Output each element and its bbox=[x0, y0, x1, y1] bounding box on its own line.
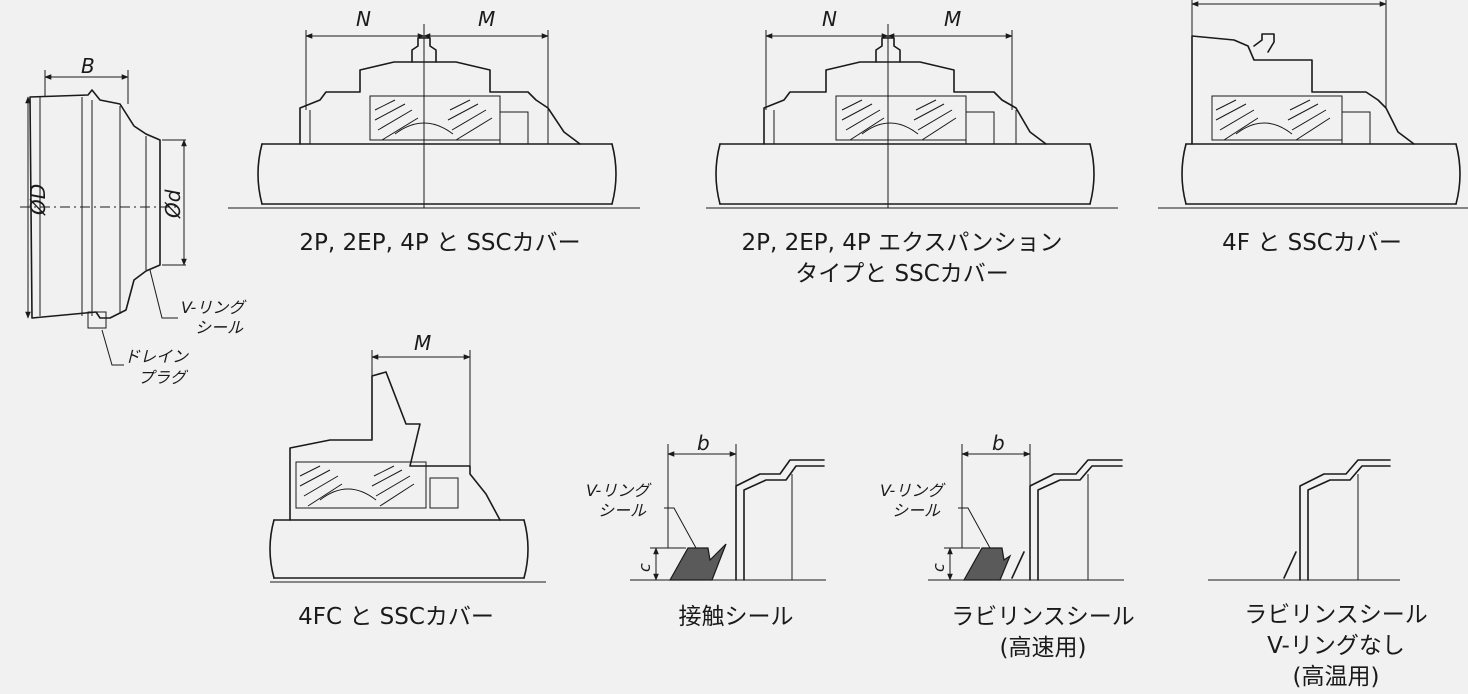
v-ring-laby-line1: V-リング bbox=[880, 481, 946, 500]
caption-2p-ssc-text: 2P, 2EP, 4P と SSCカバー bbox=[299, 230, 581, 256]
v-ring-contact-line1: V-リング bbox=[586, 481, 652, 500]
caption-expansion-ssc: 2P, 2EP, 4P エクスパンション タイプと SSCカバー bbox=[722, 228, 1082, 290]
dim-m-label-4fc: M bbox=[414, 331, 431, 355]
drain-plug-callout-line2: プラグ bbox=[138, 368, 189, 387]
caption-labyrinth-nv-line3: (高温用) bbox=[1292, 664, 1380, 690]
cover-section-drawing: B ØD Ød V-リング シール ドレイン プラグ bbox=[20, 54, 247, 387]
labyrinth-high-speed-drawing: b c V-リング シール bbox=[880, 431, 1124, 581]
dim-phi-d-inner-label: Ød bbox=[161, 189, 185, 219]
dim-phi-d-outer-label: ØD bbox=[26, 184, 50, 216]
caption-labyrinth-no-vring: ラビリンスシール V-リングなし (高温用) bbox=[1226, 600, 1446, 693]
v-ring-callout-line1: V-リング bbox=[181, 298, 247, 317]
caption-labyrinth-nv-line2: V-リングなし bbox=[1267, 633, 1405, 659]
caption-4fc-ssc-text: 4FC と SSCカバー bbox=[298, 604, 494, 630]
v-ring-laby-line2: シール bbox=[892, 501, 941, 520]
contact-seal-drawing: b c V-リング シール bbox=[586, 431, 826, 581]
caption-4fc-ssc: 4FC と SSCカバー bbox=[266, 602, 526, 633]
dim-b-small-label-laby: b bbox=[992, 431, 1005, 455]
caption-contact-seal-text: 接触シール bbox=[678, 604, 794, 630]
dim-m-label-2p: M bbox=[478, 7, 495, 31]
caption-expansion-line1: 2P, 2EP, 4P エクスパンション bbox=[741, 230, 1063, 256]
dim-c-label-contact: c bbox=[635, 563, 654, 572]
caption-labyrinth-hs-line1: ラビリンスシール bbox=[951, 604, 1135, 630]
housing-2p-drawing: N M bbox=[228, 7, 640, 209]
dim-c-label-laby: c bbox=[929, 563, 948, 572]
drain-plug-callout-line1: ドレイン bbox=[124, 347, 189, 366]
caption-contact-seal: 接触シール bbox=[656, 602, 816, 633]
caption-4f-ssc-text: 4F と SSCカバー bbox=[1222, 230, 1402, 256]
housing-4f-drawing bbox=[1158, 0, 1468, 209]
dim-m-label-exp: M bbox=[944, 7, 961, 31]
caption-labyrinth-high-speed: ラビリンスシール (高速用) bbox=[936, 602, 1150, 664]
dim-b-small-label-contact: b bbox=[697, 431, 710, 455]
housing-4fc-drawing: M bbox=[269, 331, 546, 583]
caption-labyrinth-nv-line1: ラビリンスシール bbox=[1244, 602, 1428, 628]
dim-n-label-exp: N bbox=[822, 7, 837, 31]
v-ring-contact-line2: シール bbox=[598, 501, 647, 520]
caption-labyrinth-hs-line2: (高速用) bbox=[999, 635, 1087, 661]
caption-expansion-line2: タイプと SSCカバー bbox=[795, 261, 1009, 287]
dim-n-label-2p: N bbox=[356, 7, 371, 31]
labyrinth-no-vring-drawing bbox=[1208, 459, 1400, 581]
caption-4f-ssc: 4F と SSCカバー bbox=[1192, 228, 1432, 259]
dim-b-label: B bbox=[81, 54, 95, 78]
v-ring-callout-line2: シール bbox=[195, 318, 244, 337]
housing-expansion-drawing: N M bbox=[706, 7, 1118, 209]
caption-2p-ssc: 2P, 2EP, 4P と SSCカバー bbox=[280, 228, 600, 259]
